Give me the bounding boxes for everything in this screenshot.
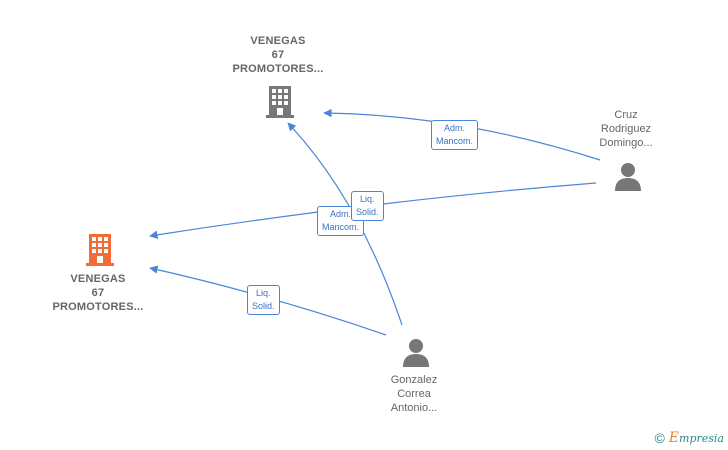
edge-label-cruz-top[interactable]: Adm. Mancom. bbox=[431, 120, 479, 150]
person-icon[interactable] bbox=[400, 336, 432, 368]
company-left-line-3: PROMOTORES... bbox=[52, 301, 144, 313]
copyright-symbol: © bbox=[654, 430, 665, 446]
person-gonzalez-line-3: Antonio... bbox=[390, 402, 438, 414]
company-left-line-2: 67 bbox=[91, 287, 105, 299]
brand-logo: Empresia bbox=[669, 430, 724, 446]
building-icon[interactable] bbox=[84, 232, 116, 266]
person-cruz-line-2: Rodriguez bbox=[600, 123, 652, 135]
edge-label-line: Solid. bbox=[252, 301, 275, 311]
edge-label-line: Mancom. bbox=[322, 222, 360, 232]
brand-name: mpresia bbox=[679, 432, 724, 445]
edge-label-line: Mancom. bbox=[436, 136, 474, 146]
company-top-line-3: PROMOTORES... bbox=[232, 63, 324, 75]
person-gonzalez-label[interactable]: Gonzalez Correa Antonio... bbox=[364, 373, 464, 415]
edge-label-gonzalez-top[interactable]: Adm. Mancom. bbox=[317, 206, 365, 236]
person-cruz-line-1: Cruz bbox=[614, 109, 638, 121]
edge-label-line: Liq. bbox=[256, 288, 271, 298]
edge-label-cruz-left[interactable]: Liq. Solid. bbox=[351, 191, 384, 221]
edge-label-gonzalez-left[interactable]: Liq. Solid. bbox=[247, 285, 280, 315]
company-top-line-2: 67 bbox=[271, 49, 285, 61]
company-left-label[interactable]: VENEGAS 67 PROMOTORES... bbox=[38, 272, 158, 314]
company-top-line-1: VENEGAS bbox=[250, 35, 306, 47]
edge-label-line: Liq. bbox=[360, 194, 375, 204]
person-icon[interactable] bbox=[612, 160, 644, 192]
brand-watermark: © Empresia bbox=[654, 430, 724, 446]
edge-label-line: Solid. bbox=[356, 207, 379, 217]
edge-label-line: Adm. bbox=[330, 209, 352, 219]
person-cruz-label[interactable]: Cruz Rodriguez Domingo... bbox=[576, 108, 676, 150]
brand-initial: E bbox=[668, 430, 680, 446]
company-top-label[interactable]: VENEGAS 67 PROMOTORES... bbox=[218, 34, 338, 76]
edge-label-line: Adm. bbox=[444, 123, 466, 133]
person-gonzalez-line-2: Correa bbox=[397, 388, 431, 400]
company-left-line-1: VENEGAS bbox=[70, 273, 126, 285]
person-gonzalez-line-1: Gonzalez bbox=[390, 374, 438, 386]
building-icon[interactable] bbox=[264, 84, 296, 118]
person-cruz-line-3: Domingo... bbox=[599, 137, 653, 149]
